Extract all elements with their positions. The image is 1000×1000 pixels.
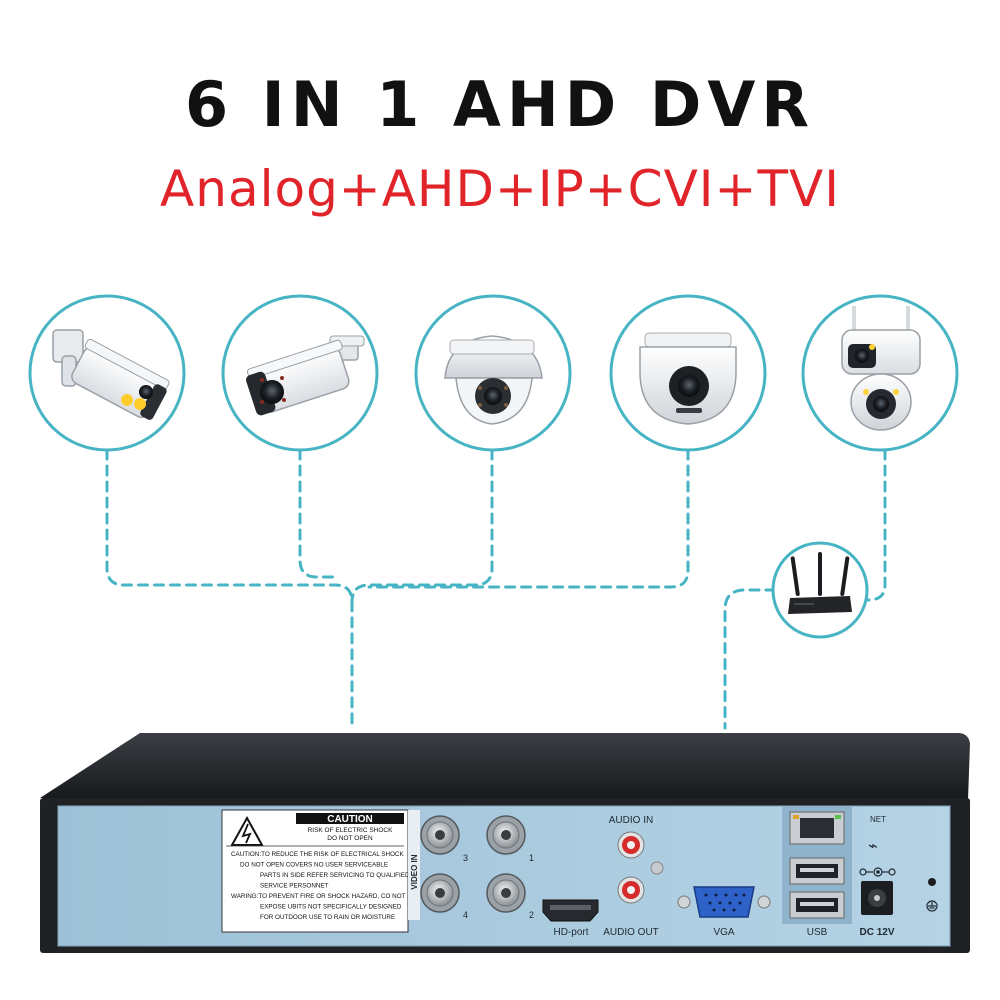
bnc-connector[interactable] [420, 873, 460, 913]
line-camera-3 [350, 448, 494, 604]
bullet-camera-ir-icon [246, 335, 365, 416]
ground-symbol-icon [926, 900, 938, 912]
ethernet-port[interactable] [789, 811, 845, 845]
caution-label: CAUTION RISK OF ELECTRIC SHOCK DO NOT OP… [221, 809, 410, 933]
caution-text-line: CAUTION:TO REDUCE THE RISK OF ELECTRICAL… [231, 851, 405, 858]
caution-text-line: FOR OUTDOOR USE TO RAIN OR MOISTURE [260, 914, 395, 921]
line-camera-2 [298, 448, 337, 579]
dome-camera-white-icon [444, 335, 543, 425]
connection-lines [105, 448, 887, 730]
vga-label: VGA [713, 927, 734, 938]
net-label: NET [870, 815, 886, 824]
channel-label: 3 [463, 853, 468, 863]
bullet-camera-white-icon [52, 329, 170, 420]
usb-port[interactable] [789, 891, 845, 919]
line-router [723, 588, 777, 730]
hd-port-label: HD-port [553, 927, 588, 938]
caution-text-line: WARING:TO PREVENT FIRE OR SHOCK HAZARD, … [231, 893, 406, 900]
polarity-icon [859, 867, 896, 877]
line-camera-1 [105, 448, 354, 730]
channel-label: 4 [463, 910, 468, 920]
dc-power-jack[interactable] [861, 881, 893, 915]
wifi-router-icon [788, 552, 852, 614]
mouse-icon: ⌁ [868, 836, 878, 855]
usb-label: USB [807, 927, 828, 938]
line-camera-5 [853, 448, 887, 602]
page-subtitle: Analog+AHD+IP+CVI+TVI [160, 160, 840, 218]
line-camera-4 [367, 448, 690, 589]
bnc-connectors: 3 1 4 2 [420, 815, 534, 920]
dome-camera-ir-icon [639, 332, 737, 425]
caution-text-line: DO NOT OPEN COVERS NO USER SERVICEABLE [240, 862, 388, 869]
vga-port[interactable] [677, 886, 771, 918]
caution-text-line: PARTS IN SIDE REFER SERVICING TO QUALIFI… [260, 872, 410, 879]
caution-sub2: DO NOT OPEN [327, 835, 373, 842]
dvr-recorder: CAUTION RISK OF ELECTRIC SHOCK DO NOT OP… [40, 733, 970, 953]
channel-label: 2 [529, 910, 534, 920]
ground-screw [650, 861, 664, 875]
channel-label: 1 [529, 853, 534, 863]
bnc-connector[interactable] [486, 873, 526, 913]
reset-hole [928, 878, 936, 886]
audio-out-jack[interactable] [617, 876, 645, 904]
caution-text-line: SERVICE PERSONNET [260, 883, 329, 890]
page-title: 6 IN 1 AHD DVR [184, 68, 816, 141]
hdmi-port[interactable] [542, 899, 599, 922]
audio-in-jack[interactable] [617, 831, 645, 859]
video-in-label: VIDEO IN [410, 854, 419, 889]
caution-heading: CAUTION [327, 814, 373, 825]
bnc-connector[interactable] [420, 815, 460, 855]
dc-label: DC 12V [859, 927, 894, 938]
audio-out-label: AUDIO OUT [603, 927, 659, 938]
audio-in-label: AUDIO IN [609, 815, 653, 826]
usb-port[interactable] [789, 857, 845, 885]
bnc-connector[interactable] [486, 815, 526, 855]
dual-lens-wifi-ptz-camera-icon [841, 306, 921, 431]
caution-text-line: EXPOSE UBITS NOT SPECIFICALLY DESIGNED [260, 904, 402, 911]
caution-sub1: RISK OF ELECTRIC SHOCK [308, 827, 394, 834]
caution-text-lines: CAUTION:TO REDUCE THE RISK OF ELECTRICAL… [231, 851, 410, 921]
